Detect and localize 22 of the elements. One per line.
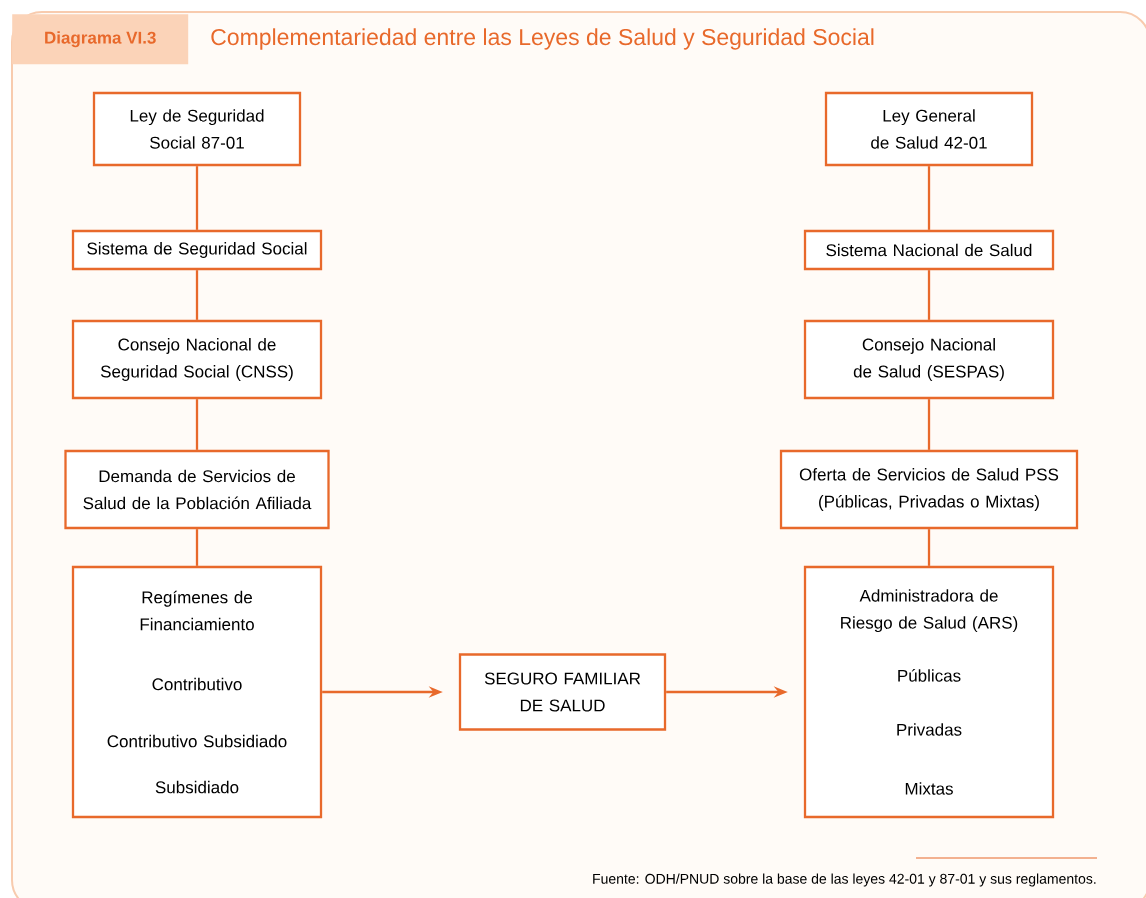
tab-label: Diagrama VI.3	[12, 14, 189, 65]
text-box: Consejo Nacional de Seguridad Social (CNSS)	[71, 319, 323, 400]
text-box: Administradora de Riesgo de Salud (ARS) Públicas Privadas Mixtas	[803, 565, 1055, 819]
text-box: Ley General de Salud 42-01	[824, 91, 1034, 167]
text-box: Regímenes de Financiamiento Contributivo Contributivo Subsidiado Subsidiado	[71, 565, 323, 819]
text-box: Oferta de Servicios de Salud PSS (Públicas, Privadas o Mixtas)	[779, 449, 1079, 530]
text-box: Sistema Nacional de Salud	[803, 229, 1055, 271]
connector-line	[195, 270, 199, 320]
connector-line	[927, 399, 931, 450]
title: Complementariedad entre las Leyes de Salud y Seguridad Social	[211, 28, 874, 50]
connector-line	[927, 166, 931, 230]
text-box: Consejo Nacional de Salud (SESPAS)	[803, 319, 1055, 400]
text-box: SEGURO FAMILIAR DE SALUD	[458, 653, 667, 731]
connector-line	[195, 166, 199, 230]
connector-line	[927, 529, 931, 566]
connector-line	[927, 270, 931, 320]
connector-line	[195, 529, 199, 566]
text-box: Sistema de Seguridad Social	[71, 229, 323, 271]
text-box: Ley de Seguridad Social 87-01	[92, 91, 302, 167]
source-note: Fuente: ODH/PNUD sobre la base de las leyes 42-01 y 87-01 y sus reglamentos.	[593, 873, 1096, 887]
connector-line	[195, 399, 199, 450]
text-box: Demanda de Servicios de Salud de la Población Afiliada	[64, 449, 330, 530]
